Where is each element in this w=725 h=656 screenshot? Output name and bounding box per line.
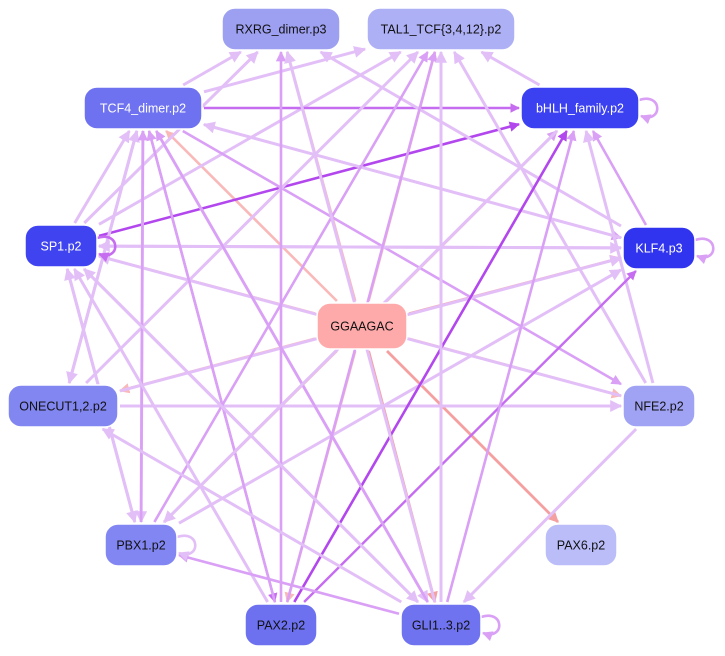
edge-pbx1-to-klf4 — [178, 268, 623, 525]
node-label-pbx1: PBX1.p2 — [116, 539, 165, 553]
nodes-layer: GGAAGAC RXRG_dimer.p3 TAL1_TCF{3,4,12}.p2T… — [7, 7, 696, 647]
self-loop-pbx1 — [176, 534, 197, 562]
edge-pax2-to-sp1 — [73, 267, 269, 603]
node-tal1: TAL1_TCF{3,4,12}.p2 — [366, 7, 516, 51]
edge-pax2-to-bhlh — [293, 130, 568, 603]
edge-klf4-to-tcf4 — [202, 121, 622, 240]
edge-tcf4-to-rxrg — [182, 50, 242, 87]
node-box-tal1 — [366, 7, 516, 51]
edge-nfe2-to-bhlh — [583, 129, 655, 384]
node-sp1: SP1.p2 — [24, 224, 98, 268]
node-nfe2: NFE2.p2 — [622, 384, 696, 428]
node-label-onecut: ONECUT1,2.p2 — [19, 400, 107, 414]
node-box-klf4 — [622, 226, 696, 270]
node-tcf4: TCF4_dimer.p2 — [83, 86, 203, 130]
self-loop-bhlh — [638, 97, 659, 125]
node-gli: GLI1..3.p2 — [400, 603, 482, 647]
node-label-klf4: KLF4.p3 — [635, 242, 682, 256]
node-box-center — [316, 302, 408, 350]
node-label-nfe2: NFE2.p2 — [634, 400, 683, 414]
edge-bhlh-to-tal1 — [480, 50, 541, 87]
edge-tcf4-to-nfe2 — [182, 129, 622, 386]
self-loop-klf4 — [694, 237, 715, 265]
node-box-bhlh — [520, 86, 640, 130]
node-box-tcf4 — [83, 86, 203, 130]
node-box-pax6 — [544, 523, 618, 567]
node-label-sp1: SP1.p2 — [40, 240, 81, 254]
node-box-sp1 — [24, 224, 98, 268]
node-klf4: KLF4.p3 — [622, 226, 696, 270]
node-label-rxrg: RXRG_dimer.p3 — [235, 23, 326, 37]
self-loop-sp1 — [96, 235, 117, 263]
self-loops-layer — [96, 97, 715, 642]
node-pax2: PAX2.p2 — [244, 603, 318, 647]
node-box-rxrg — [221, 7, 341, 51]
edge-gli-to-bhlh — [445, 129, 577, 603]
node-label-gli: GLI1..3.p2 — [412, 619, 470, 633]
node-label-tcf4: TCF4_dimer.p2 — [100, 102, 186, 116]
node-label-bhlh: bHLH_family.p2 — [536, 102, 624, 116]
node-rxrg: RXRG_dimer.p3 — [221, 7, 341, 51]
node-bhlh: bHLH_family.p2 — [520, 86, 640, 130]
node-box-onecut — [7, 384, 119, 428]
edge-klf4-to-bhlh — [591, 130, 648, 226]
edge-sp1-to-rxrg — [83, 50, 259, 225]
node-box-nfe2 — [622, 384, 696, 428]
node-center: GGAAGAC — [316, 302, 408, 350]
edge-gli-to-pbx1 — [177, 552, 400, 616]
edge-center-to-pax6 — [386, 350, 559, 523]
edge-sp1-to-tcf4 — [73, 129, 131, 224]
node-pbx1: PBX1.p2 — [104, 523, 178, 567]
node-pax6: PAX6.p2 — [544, 523, 618, 567]
edge-klf4-to-sp1 — [97, 240, 622, 253]
node-box-gli — [400, 603, 482, 647]
node-box-pax2 — [244, 603, 318, 647]
edge-tcf4-to-tal1 — [203, 46, 367, 94]
node-label-pax6: PAX6.p2 — [557, 539, 605, 553]
node-box-pbx1 — [104, 523, 178, 567]
node-label-center: GGAAGAC — [330, 320, 393, 334]
edge-pax2-to-tcf4 — [146, 129, 277, 603]
edge-gli-to-tcf4 — [155, 130, 429, 603]
edges-layer — [64, 46, 655, 616]
edge-klf4-to-rxrg — [319, 50, 622, 228]
self-loop-gli — [480, 614, 501, 642]
node-onecut: ONECUT1,2.p2 — [7, 384, 119, 428]
node-label-tal1: TAL1_TCF{3,4,12}.p2 — [381, 23, 502, 37]
edge-nfe2-to-gli — [462, 427, 638, 604]
edge-gli-to-onecut — [101, 427, 403, 604]
node-label-pax2: PAX2.p2 — [257, 619, 305, 633]
edge-pax2-to-klf4 — [303, 270, 637, 603]
edge-pbx1-to-tal1 — [153, 51, 429, 523]
edge-sp1-to-bhlh — [98, 121, 521, 238]
